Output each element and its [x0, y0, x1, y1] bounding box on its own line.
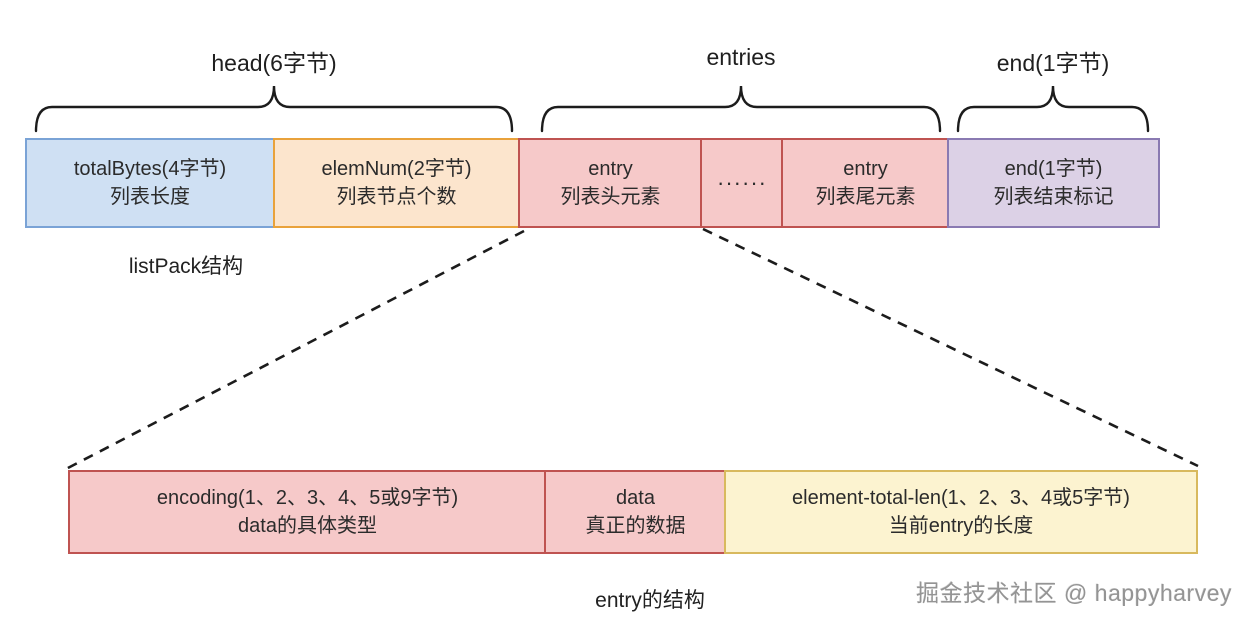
cell-totalbytes: totalBytes(4字节) 列表长度: [25, 138, 275, 228]
cell-encoding: encoding(1、2、3、4、5或9字节) data的具体类型: [68, 470, 547, 554]
watermark: 掘金技术社区 @ happyharvey: [916, 580, 1232, 606]
ellipsis-text: ······: [717, 170, 767, 195]
cell-encoding-title: encoding(1、2、3、4、5或9字节): [156, 487, 459, 509]
entries-brace: [540, 85, 942, 133]
cell-entry-head: entry 列表头元素: [518, 138, 703, 228]
cell-data-desc: 真正的数据: [585, 515, 686, 537]
cell-element-total-len-title: element-total-len(1、2、3、4或5字节): [792, 487, 1130, 509]
end-brace-label: end(1字节): [996, 50, 1110, 76]
cell-entry-tail-title: entry: [843, 158, 888, 180]
cell-data: data 真正的数据: [544, 470, 727, 554]
cell-end-desc: 列表结束标记: [993, 186, 1114, 208]
cell-entry-head-desc: 列表头元素: [560, 186, 661, 208]
cell-end-title: end(1字节): [1004, 158, 1103, 180]
entries-brace-label: entries: [706, 44, 776, 70]
cell-totalbytes-desc: 列表长度: [110, 186, 190, 208]
cell-element-total-len: element-total-len(1、2、3、4或5字节) 当前entry的长…: [724, 470, 1198, 554]
cell-elemnum-title: elemNum(2字节): [321, 158, 472, 180]
cell-entry-head-title: entry: [588, 158, 633, 180]
cell-elemnum-desc: 列表节点个数: [336, 186, 457, 208]
cell-end: end(1字节) 列表结束标记: [947, 138, 1160, 228]
cell-entry-tail: entry 列表尾元素: [781, 138, 950, 228]
cell-encoding-desc: data的具体类型: [238, 515, 377, 537]
cell-entry-tail-desc: 列表尾元素: [815, 186, 916, 208]
cell-data-title: data: [616, 487, 655, 509]
cell-element-total-len-desc: 当前entry的长度: [888, 515, 1034, 537]
entry-caption: entry的结构: [595, 589, 705, 612]
head-brace: [34, 85, 514, 133]
head-brace-label: head(6字节): [211, 50, 337, 76]
expansion-line-right: [702, 227, 1199, 468]
cell-elemnum: elemNum(2字节) 列表节点个数: [273, 138, 520, 228]
listpack-caption: listPack结构: [128, 255, 244, 278]
expansion-line-left: [65, 229, 525, 471]
cell-entry-ellipsis: ······: [700, 138, 784, 228]
end-brace: [956, 85, 1150, 133]
cell-totalbytes-title: totalBytes(4字节): [73, 158, 227, 180]
